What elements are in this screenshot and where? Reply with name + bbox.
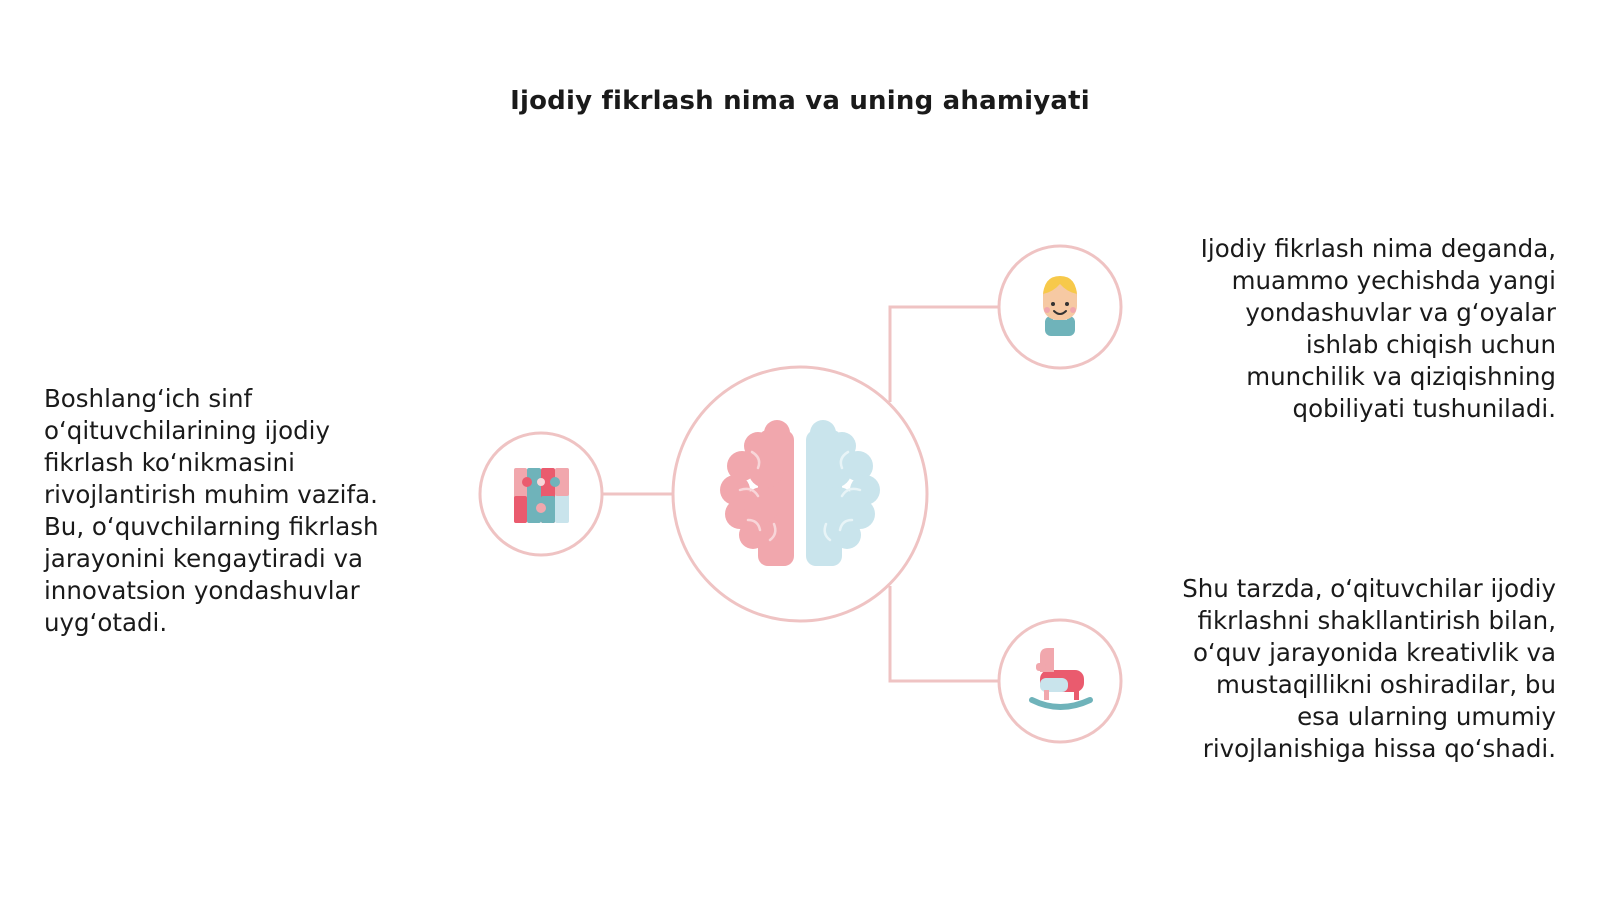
right-bottom-line: mustaqillikni oshiradilar, bu — [1216, 670, 1556, 699]
right-top-line: yondashuvlar va g‘oyalar — [1245, 298, 1556, 327]
left-description: Boshlang‘ich sinf o‘qituvchilarining ijo… — [44, 383, 379, 639]
left-line: uyg‘otadi. — [44, 608, 168, 637]
brain-icon — [720, 420, 880, 566]
left-line: fikrlash ko‘nikmasini — [44, 448, 295, 477]
connector-bottom-right — [888, 586, 998, 683]
rocking-horse-icon — [1029, 648, 1093, 710]
right-bottom-line: Shu tarzda, o‘qituvchilar ijodiy — [1182, 574, 1556, 603]
right-top-line: qobiliyati tushuniladi. — [1292, 394, 1556, 423]
right-bottom-line: esa ularning umumiy — [1297, 702, 1556, 731]
right-top-line: ishlab chiqish uchun — [1305, 330, 1556, 359]
right-bottom-line: fikrlashni shakllantirish bilan, — [1197, 606, 1556, 635]
right-top-description: Ijodiy fikrlash nima deganda, muammo yec… — [1201, 233, 1556, 425]
right-top-line: muammo yechishda yangi — [1231, 266, 1556, 295]
right-bottom-description: Shu tarzda, o‘qituvchilar ijodiy fikrlas… — [1182, 573, 1556, 765]
connector-top-right — [888, 305, 998, 402]
center-node — [671, 365, 929, 623]
puzzle-icon — [514, 468, 569, 523]
left-line: innovatsion yondashuvlar — [44, 576, 360, 605]
page-title: Ijodiy fikrlash nima va uning ahamiyati — [510, 86, 1090, 116]
left-line: Boshlang‘ich sinf — [44, 384, 253, 413]
left-line: Bu, o‘quvchilarning fikrlash — [44, 512, 379, 541]
left-line: rivojlantirish muhim vazifa. — [44, 480, 378, 509]
left-line: jarayonini kengaytiradi va — [44, 544, 363, 573]
right-top-line: Ijodiy fikrlash nima deganda, — [1200, 234, 1556, 263]
connector-lines — [602, 305, 998, 683]
right-bottom-line: o‘quv jarayonida kreativlik va — [1192, 638, 1556, 667]
left-line: o‘qituvchilarining ijodiy — [44, 416, 330, 445]
right-bottom-line: rivojlanishiga hissa qo‘shadi. — [1202, 734, 1556, 763]
child-face-icon — [1043, 276, 1077, 336]
right-top-line: munchilik va qiziqishning — [1246, 362, 1556, 391]
